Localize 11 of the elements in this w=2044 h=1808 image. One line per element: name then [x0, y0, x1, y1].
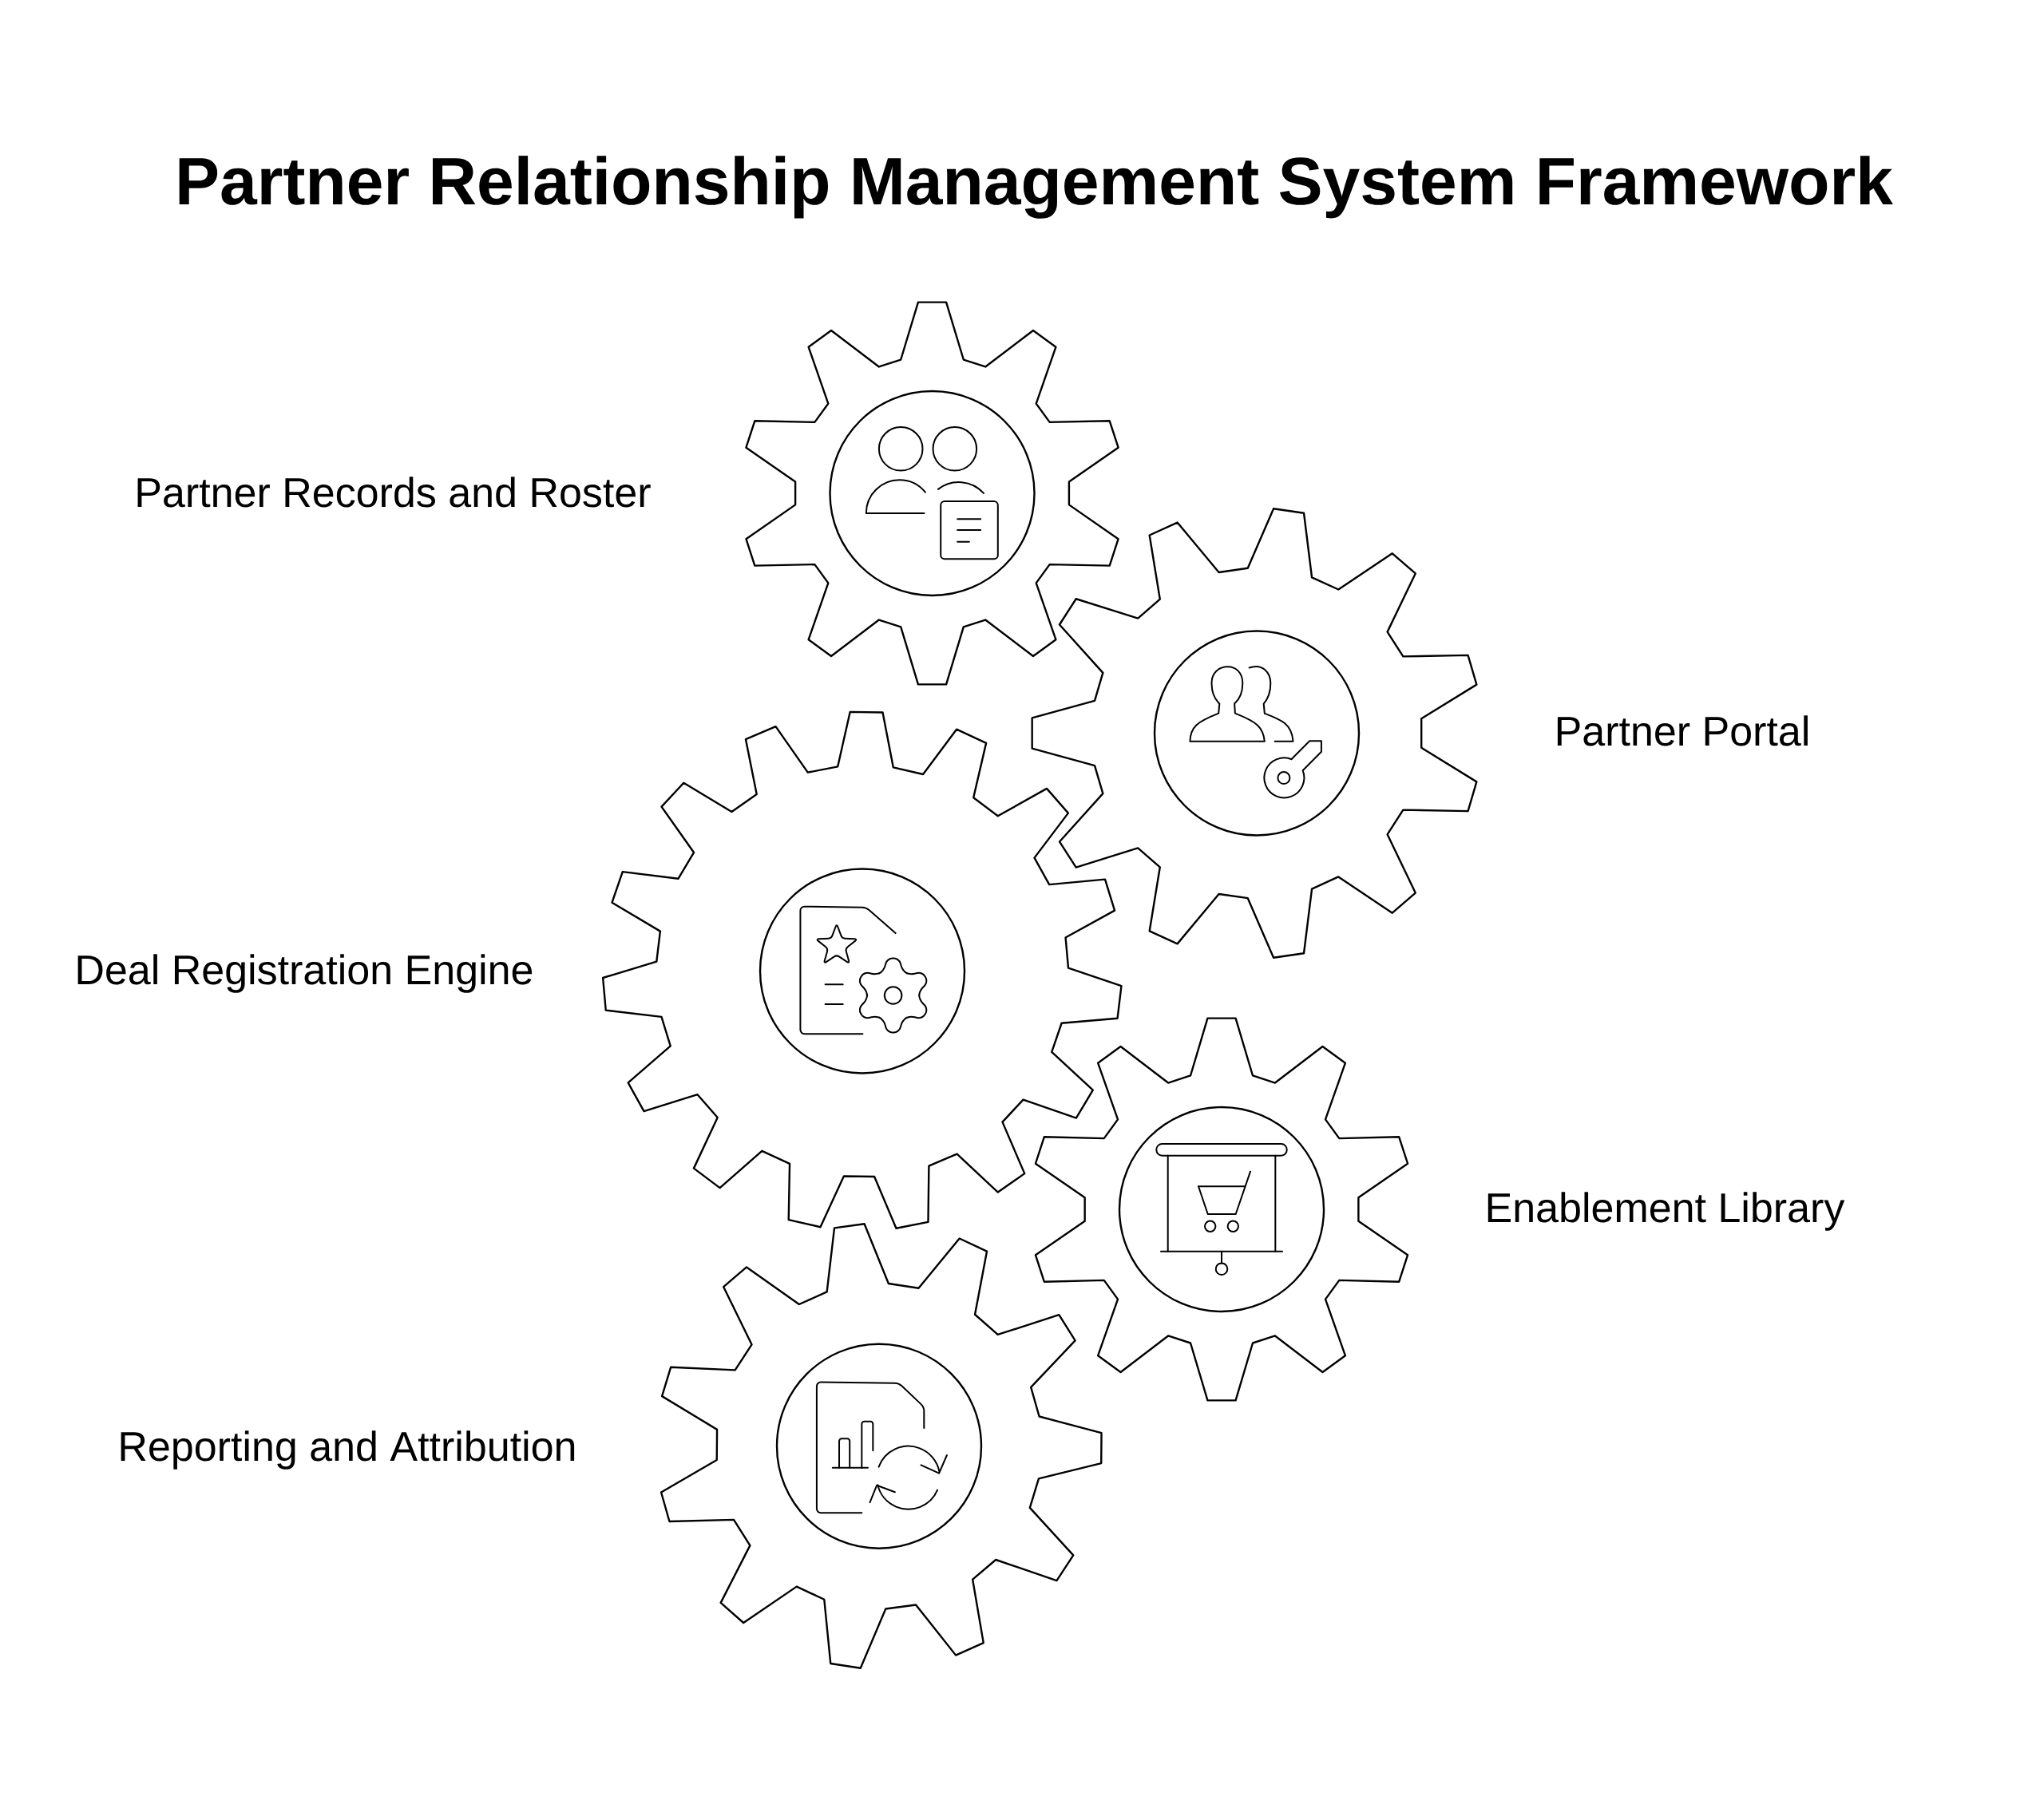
gear-label: Deal Registration Engine [77, 954, 533, 993]
gear [660, 1223, 1103, 1669]
gear-label: Enablement Library [1487, 1192, 1845, 1231]
gear [601, 710, 1123, 1229]
gear-label: Partner Records and Roster [137, 477, 651, 508]
gear [1034, 1017, 1409, 1402]
gear-label: Partner Portal [1557, 715, 1808, 746]
gear [1031, 508, 1478, 959]
title: Partner Relationship Management System Framework [179, 156, 1893, 219]
gear-label: Reporting and Attribution [121, 1430, 575, 1470]
gear [745, 301, 1119, 686]
